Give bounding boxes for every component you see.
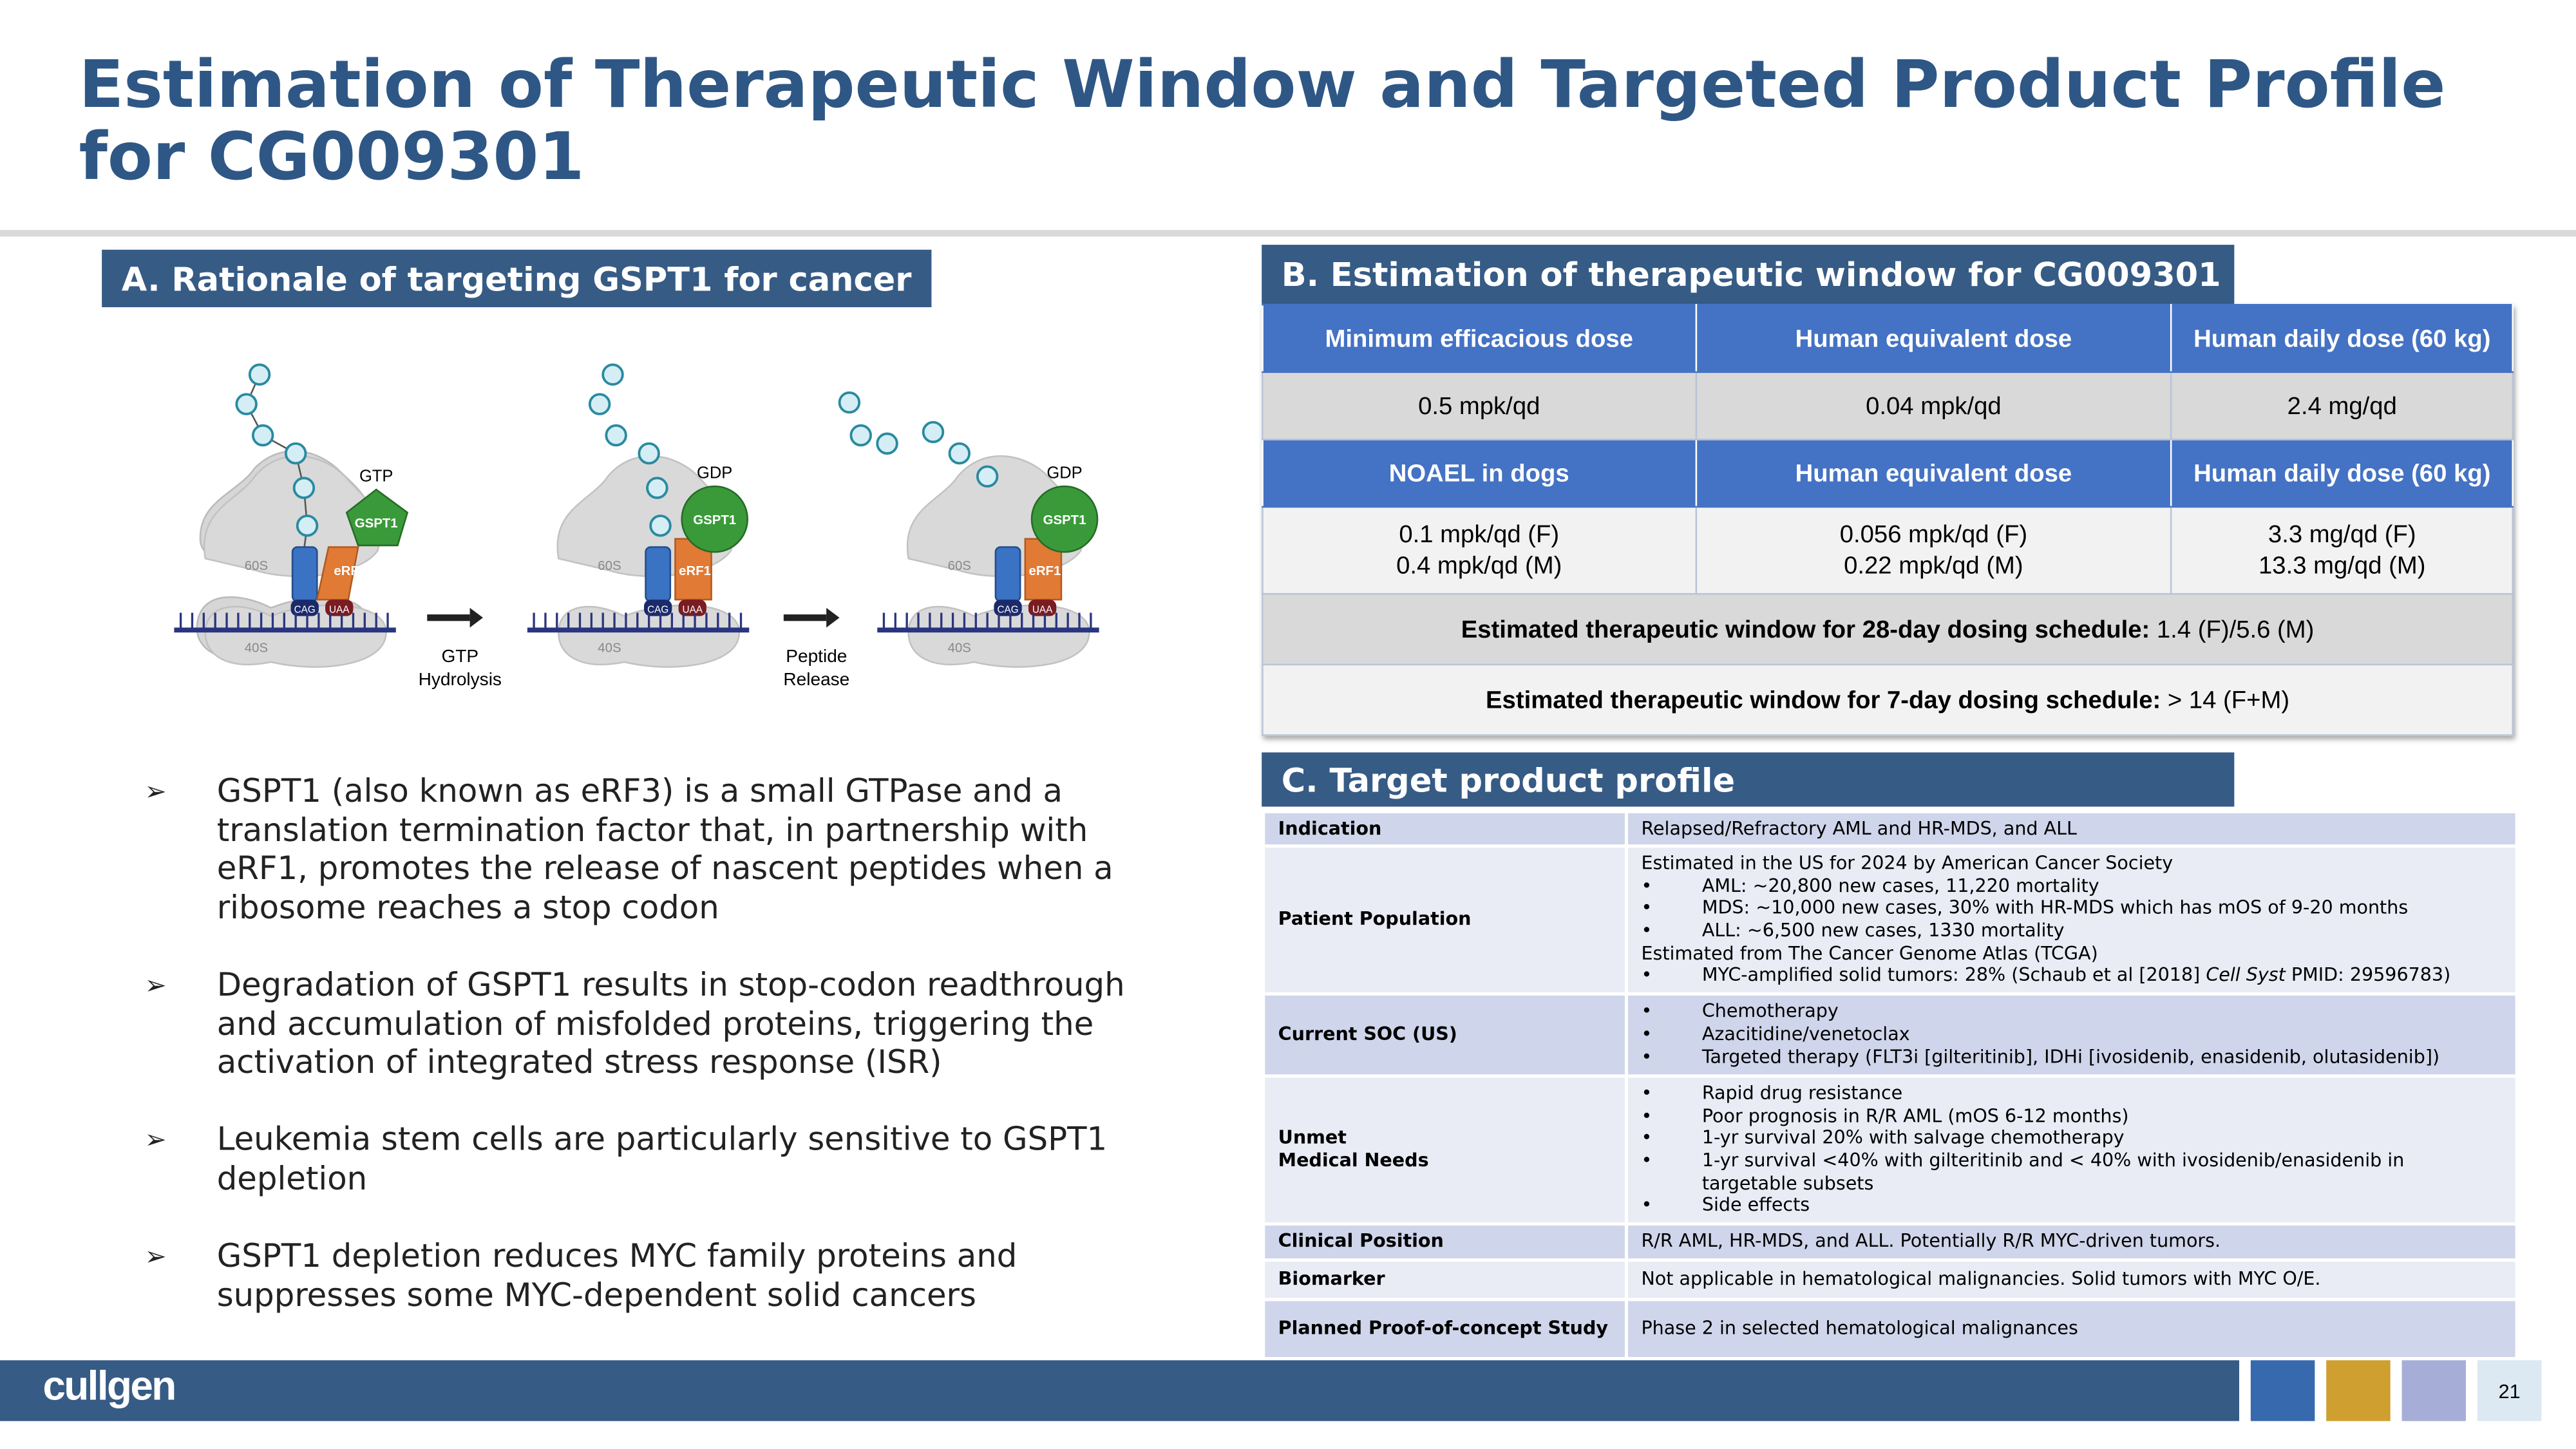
bullet-item: ➢Degradation of GSPT1 results in stop-co… (144, 965, 1125, 1081)
svg-text:CAG: CAG (647, 605, 668, 616)
divider (0, 230, 2576, 237)
cullgen-logo: cullgen (43, 1363, 176, 1410)
panel-3: GSPT1 eRF1 GDP 60S 40S CAG UAA (838, 391, 1099, 668)
window-7-day: Estimated therapeutic window for 7-day d… (1262, 663, 2514, 736)
arrow-2 (783, 607, 840, 628)
footer-bar: cullgen (0, 1360, 2240, 1421)
svg-text:GSPT1: GSPT1 (355, 516, 398, 531)
svg-text:UAA: UAA (329, 605, 350, 616)
arrow-bullet-icon: ➢ (144, 1124, 167, 1156)
svg-text:Hydrolysis: Hydrolysis (419, 669, 502, 689)
accent-square-lavender (2401, 1360, 2467, 1421)
section-c-header: C. Target product profile (1262, 752, 2235, 807)
svg-text:60S: 60S (948, 559, 971, 573)
svg-text:GTP: GTP (359, 467, 393, 485)
page-title: Estimation of Therapeutic Window and Tar… (79, 47, 2446, 196)
svg-text:Peptide: Peptide (786, 646, 847, 666)
svg-text:UAA: UAA (683, 605, 703, 616)
svg-text:40S: 40S (245, 641, 268, 656)
svg-text:GDP: GDP (697, 464, 732, 482)
section-a-header: A. Rationale of targeting GSPT1 for canc… (102, 249, 932, 308)
svg-text:eRF1: eRF1 (334, 564, 366, 578)
svg-text:40S: 40S (598, 641, 621, 656)
accent-square-blue (2250, 1360, 2315, 1421)
arrow-bullet-icon: ➢ (144, 969, 167, 1001)
svg-text:GTP: GTP (441, 646, 478, 666)
svg-text:GSPT1: GSPT1 (693, 513, 736, 527)
svg-text:UAA: UAA (1032, 605, 1053, 616)
arrow-1 (427, 607, 483, 628)
svg-text:eRF1: eRF1 (679, 564, 711, 578)
panel-2: GSPT1 eRF1 GDP 60S 40S CAG UAA (527, 363, 750, 668)
arrow-bullet-icon: ➢ (144, 1240, 167, 1272)
section-b-header: B. Estimation of therapeutic window for … (1262, 245, 2235, 304)
svg-text:60S: 60S (598, 559, 621, 573)
svg-text:60S: 60S (245, 559, 268, 573)
panel-1: GSPT1 eRF1 GTP 60S 40S CAG UAA (174, 363, 409, 668)
accent-square-gold (2326, 1360, 2391, 1421)
svg-text:eRF1: eRF1 (1028, 564, 1061, 578)
bullet-item: ➢GSPT1 (also known as eRF3) is a small G… (144, 772, 1113, 927)
svg-text:CAG: CAG (294, 605, 316, 616)
diagram-detail: GSPT1 eRF1 GTP 60S 40S CAG UAA GTP Hydro… (174, 363, 1099, 689)
svg-text:CAG: CAG (997, 605, 1018, 616)
svg-text:GSPT1: GSPT1 (1043, 513, 1086, 527)
rationale-bullets: ➢GSPT1 (also known as eRF3) is a small G… (144, 772, 1163, 1354)
page-number: 21 (2477, 1360, 2542, 1421)
svg-text:40S: 40S (948, 641, 971, 656)
bullet-item: ➢Leukemia stem cells are particularly se… (144, 1121, 1108, 1198)
svg-text:GDP: GDP (1046, 464, 1082, 482)
window-28-day: Estimated therapeutic window for 28-day … (1262, 592, 2514, 666)
arrow-bullet-icon: ➢ (144, 775, 167, 807)
bullet-item: ➢GSPT1 depletion reduces MYC family prot… (144, 1237, 1018, 1314)
svg-text:Release: Release (783, 669, 849, 689)
